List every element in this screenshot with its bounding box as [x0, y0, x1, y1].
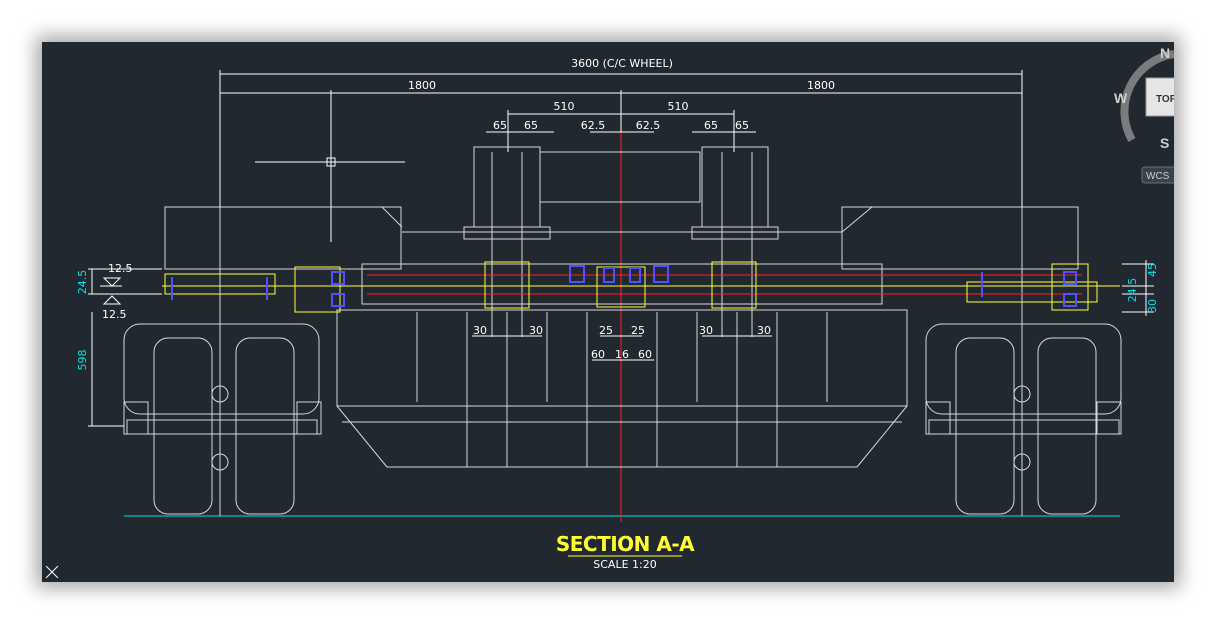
- viewcube-south[interactable]: S: [1160, 135, 1169, 151]
- crosshair-icon: [255, 90, 405, 242]
- dim-bot-60-a: 60: [591, 348, 605, 361]
- dim-left-598: 598: [76, 350, 89, 371]
- dim-65-c: 65: [704, 119, 718, 132]
- dim-right-30: 30: [1146, 299, 1159, 313]
- dim-bot-30-b: 30: [529, 324, 543, 337]
- dim-right-45: 45: [1146, 263, 1159, 277]
- right-dimensions: [1122, 260, 1154, 316]
- dim-bot-30-a: 30: [473, 324, 487, 337]
- dim-bot-30-d: 30: [757, 324, 771, 337]
- coupling-components: [171, 265, 1077, 307]
- dim-inner-left: 510: [554, 100, 575, 113]
- dim-left-24-5: 24.5: [76, 270, 89, 295]
- dim-right-24-5: 24.5: [1126, 278, 1139, 303]
- frame-structure: [164, 146, 1079, 516]
- left-bogie: [123, 323, 322, 516]
- dim-half-right: 1800: [807, 79, 835, 92]
- viewcube-north[interactable]: N: [1160, 45, 1170, 61]
- dim-left-12-5-bot: 12.5: [102, 308, 127, 321]
- ucs-icon: [45, 565, 59, 579]
- right-bogie: [925, 323, 1122, 516]
- dim-bot-25-a: 25: [599, 324, 613, 337]
- wcs-button[interactable]: [1141, 166, 1174, 184]
- left-dimensions: [88, 268, 162, 427]
- shaft-assembly: [162, 261, 1120, 313]
- dim-62-left: 62.5: [581, 119, 606, 132]
- dim-inner-right: 510: [668, 100, 689, 113]
- dim-left-12-5-top: 12.5: [108, 262, 133, 275]
- top-dimensions: [219, 70, 1023, 207]
- dim-62-right: 62.5: [636, 119, 661, 132]
- section-title: SECTION A-A: [556, 532, 695, 556]
- scale-label: SCALE 1:20: [593, 558, 656, 571]
- viewcube-top-label: TOP: [1156, 94, 1174, 105]
- dim-bot-30-c: 30: [699, 324, 713, 337]
- viewcube-top-face[interactable]: [1145, 77, 1174, 117]
- rail-lines: [367, 274, 1082, 295]
- dim-overall: 3600 (C/C WHEEL): [571, 57, 673, 70]
- viewcube[interactable]: TOP N W S WCS: [1114, 45, 1174, 184]
- dim-65-a: 65: [493, 119, 507, 132]
- bottom-dimensions: [472, 335, 772, 361]
- wcs-label: WCS: [1146, 171, 1170, 182]
- dim-bot-25-b: 25: [631, 324, 645, 337]
- cad-drawing: 3600 (C/C WHEEL) 1800 1800 510 510 65 65…: [45, 45, 1174, 579]
- dim-65-b: 65: [524, 119, 538, 132]
- dim-65-d: 65: [735, 119, 749, 132]
- dim-half-left: 1800: [408, 79, 436, 92]
- dim-bot-16: 16: [615, 348, 629, 361]
- drawing-viewport[interactable]: 3600 (C/C WHEEL) 1800 1800 510 510 65 65…: [42, 42, 1174, 582]
- dim-bot-60-b: 60: [638, 348, 652, 361]
- viewcube-west[interactable]: W: [1114, 90, 1128, 106]
